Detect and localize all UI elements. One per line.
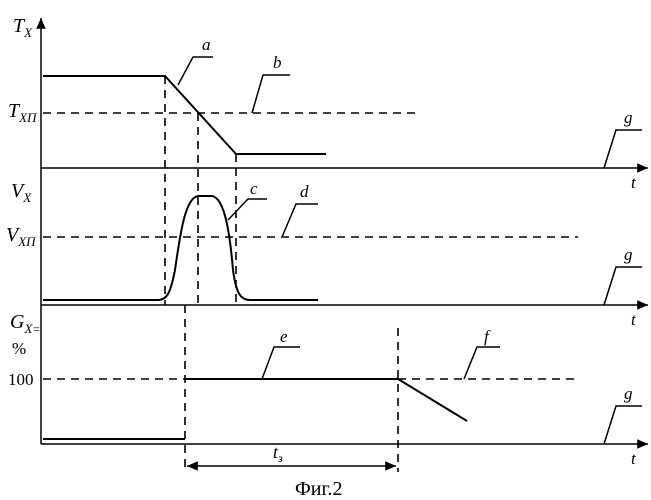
leader-d — [282, 204, 318, 237]
label-f: f — [484, 327, 491, 346]
label-e: e — [280, 327, 288, 346]
leader-f — [464, 347, 500, 379]
level-label-mid: VXП — [6, 224, 37, 249]
label-g-mid: g — [624, 245, 633, 264]
leader-c — [228, 199, 267, 220]
interval-label: tз — [273, 442, 283, 465]
figure-caption: Фиг.2 — [295, 478, 342, 500]
leader-g-mid — [604, 267, 642, 305]
leader-a — [178, 57, 213, 85]
leader-g-top — [604, 130, 642, 168]
label-c: c — [250, 179, 258, 198]
leader-b — [252, 75, 290, 113]
panel-percentage: GX= % 100 t e f g — [8, 305, 648, 468]
y-axis-label-top: TX — [13, 15, 33, 40]
panel-temperature: TX TXП t a b g — [8, 15, 648, 192]
curve-c — [43, 196, 318, 300]
x-axis-label-mid: t — [631, 310, 637, 329]
x-axis-label-bot: t — [631, 449, 637, 468]
label-b: b — [273, 53, 282, 72]
curve-a — [43, 76, 326, 154]
vertical-guides — [165, 76, 398, 472]
unit-label-bot: % — [12, 339, 26, 358]
level-label-top: TXП — [8, 100, 38, 125]
y-axis-label-bot: GX= — [10, 311, 41, 336]
label-g-bot: g — [624, 384, 633, 403]
level-label-bot: 100 — [8, 370, 34, 389]
label-d: d — [300, 182, 309, 201]
label-g-top: g — [624, 108, 633, 127]
x-axis-label-top: t — [631, 173, 637, 192]
curve-decline — [398, 379, 467, 421]
leader-e — [262, 347, 300, 379]
label-a: a — [202, 35, 211, 54]
leader-g-bot — [604, 406, 642, 444]
interval-t3: tз — [187, 442, 396, 466]
y-axis-label-mid: VX — [11, 180, 32, 205]
panel-velocity: VX VXП t c d g — [6, 168, 648, 329]
